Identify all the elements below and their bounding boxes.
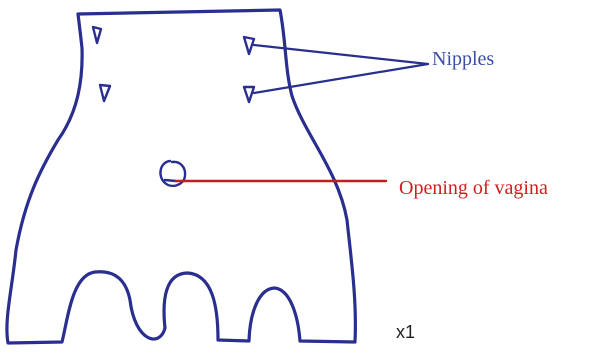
nipple-left-bottom-icon: [98, 83, 112, 103]
nipples-label: Nipples: [432, 48, 494, 70]
body-outline: [5, 8, 357, 345]
nipple-right-top-icon: [242, 35, 256, 56]
vagina-opening-label: Opening of vagina: [399, 177, 548, 199]
scale-label: x1: [396, 322, 415, 342]
nipple-right-bottom-icon: [242, 85, 256, 104]
nipples-leader-line-top: [252, 43, 430, 66]
vagina-opening-icon: [159, 159, 187, 187]
nipples-leader-line-bottom: [252, 62, 430, 95]
nipple-left-top-icon: [91, 25, 103, 45]
